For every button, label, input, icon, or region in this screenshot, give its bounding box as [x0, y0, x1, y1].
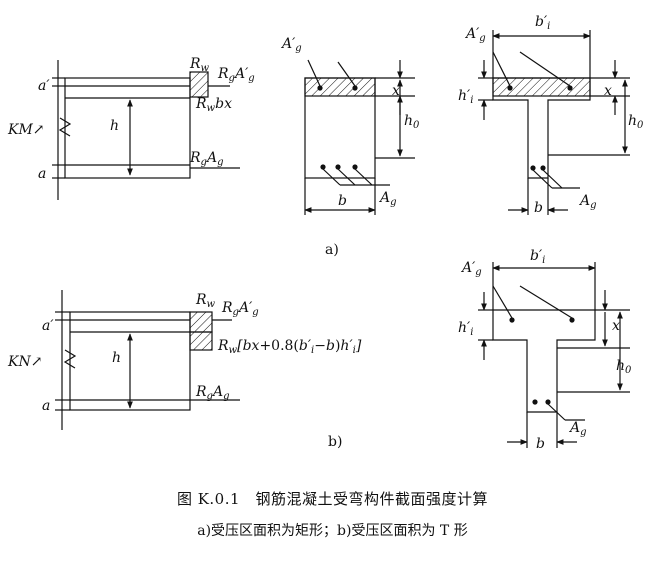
force-label-b: KN↗ — [7, 354, 42, 370]
label-ag-t-b: Ag — [568, 420, 587, 438]
force-rg-ag-prime-a: RgA′g — [217, 66, 255, 84]
label-ag-rect: Ag — [378, 190, 397, 208]
figure-title: 图 K.0.1 钢筋混凝土受弯构件截面强度计算 — [176, 490, 489, 508]
dim-a-b: a — [42, 398, 50, 414]
force-rg-ag-prime-b: RgA′g — [221, 300, 259, 318]
label-h0-t-b: h0 — [616, 358, 632, 376]
dim-h-b: h — [112, 350, 121, 366]
label-h0-t-a: h0 — [628, 113, 644, 131]
label-ag-prime-rect: A′g — [280, 36, 302, 54]
force-rw-bracket-b: Rw[bx+0.8(b′i−b)h′i] — [217, 338, 362, 356]
force-rw-b: Rw — [195, 292, 216, 310]
t-section-b — [478, 262, 630, 448]
label-hi-t-b: h′i — [458, 320, 473, 338]
dim-a-a: a — [38, 166, 46, 182]
label-ag-t-a: Ag — [578, 193, 597, 211]
label-b-rect: b — [338, 193, 347, 209]
label-b-t-a: b — [534, 200, 543, 216]
rect-section-a — [304, 59, 415, 215]
beam-elevation-a — [52, 60, 240, 200]
force-rg-ag-a: RgAg — [189, 150, 223, 168]
figure-subtitle: a)受压区面积为矩形；b)受压区面积为 T 形 — [197, 523, 468, 539]
label-h0-rect: h0 — [404, 113, 420, 131]
dim-a-prime-a: a′ — [38, 78, 50, 94]
label-x-t-a: x — [604, 83, 612, 99]
force-rwbx-a: Rwbx — [195, 96, 232, 114]
panel-a-label: a) — [325, 242, 339, 258]
label-hi-t-a: h′i — [458, 88, 473, 106]
beam-elevation-b — [55, 290, 240, 430]
dim-h-a: h — [110, 118, 119, 134]
label-bi-t-b: b′i — [530, 248, 545, 266]
panel-b-label: b) — [328, 434, 342, 450]
force-rw-a: Rw — [189, 56, 210, 74]
force-rg-ag-b: RgAg — [195, 384, 229, 402]
moment-label-a: KM↗ — [7, 122, 45, 138]
label-ag-prime-t-b: A′g — [460, 260, 482, 278]
label-bi-t-a: b′i — [535, 14, 550, 32]
t-section-a — [478, 30, 630, 215]
label-b-t-b: b — [536, 436, 545, 452]
label-x-t-b: x — [612, 318, 620, 334]
dim-a-prime-b: a′ — [42, 318, 54, 334]
label-ag-prime-t-a: A′g — [464, 26, 486, 44]
label-x-rect: x — [392, 83, 400, 99]
